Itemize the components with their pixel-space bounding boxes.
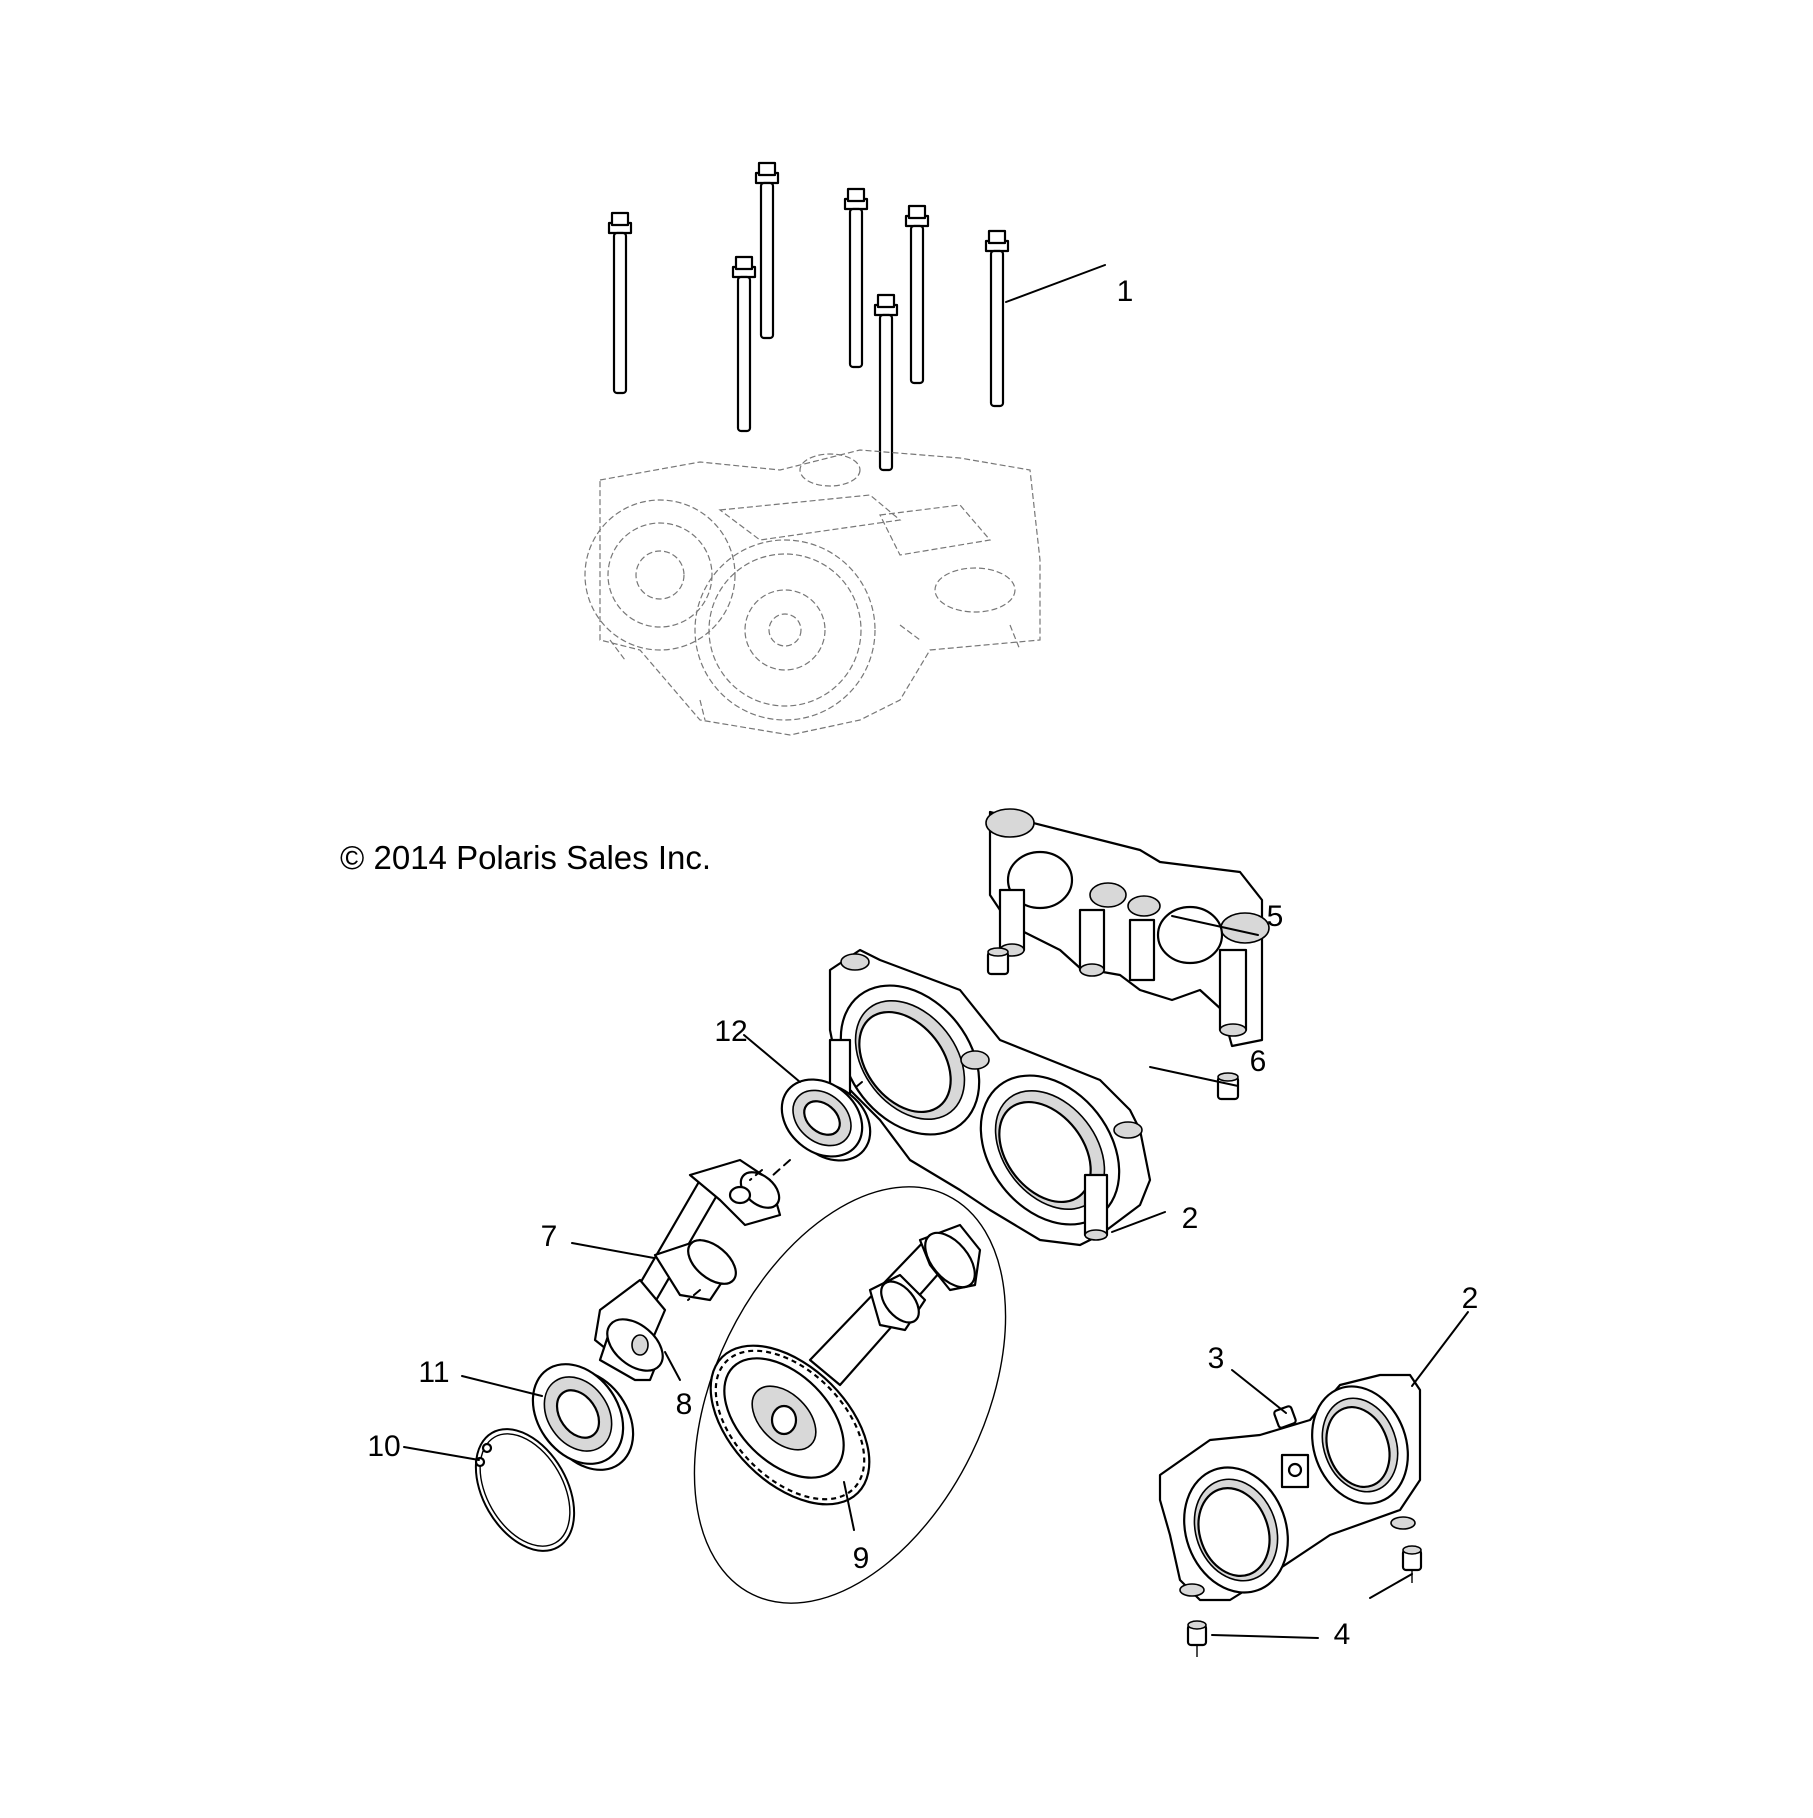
- leader-line: [1231, 1369, 1287, 1414]
- bolt-group: [607, 161, 1010, 472]
- leader-line: [1211, 1634, 1319, 1639]
- callout-7: 7: [541, 1220, 558, 1253]
- dowel-pin: [1401, 1545, 1423, 1583]
- leader-line: [1005, 264, 1106, 303]
- bolt: [873, 293, 899, 472]
- leader-line: [743, 1034, 801, 1083]
- upper-cam-carrier: [985, 808, 1270, 1048]
- bearing-large: [531, 1363, 635, 1471]
- bolt: [843, 187, 869, 369]
- ghosted-camshaft-assembly: [584, 449, 1041, 736]
- callout-2-second: 2: [1462, 1282, 1479, 1315]
- lower-cam-carrier: [1158, 1373, 1422, 1602]
- dowel-pin: [986, 947, 1010, 976]
- callout-9: 9: [853, 1542, 870, 1575]
- bolt: [754, 161, 780, 340]
- callout-labels: 1 2 2 3 4 5 6 7 8 9 10 11 12: [367, 275, 1478, 1651]
- callout-1: 1: [1117, 275, 1134, 308]
- leader-line: [1111, 1211, 1166, 1233]
- copyright-text: © 2014 Polaris Sales Inc.: [340, 839, 711, 876]
- callout-3: 3: [1208, 1342, 1225, 1375]
- camshaft-with-gear: [709, 1223, 982, 1506]
- bearing-small: [780, 1078, 872, 1162]
- leader-line: [1171, 915, 1259, 936]
- bolt: [731, 255, 757, 433]
- dowel-pin: [1216, 1072, 1240, 1101]
- leader-line: [461, 1375, 543, 1397]
- callout-4: 4: [1334, 1618, 1351, 1651]
- bolt: [984, 229, 1010, 408]
- callout-2: 2: [1182, 1202, 1199, 1235]
- leader-line: [403, 1446, 480, 1461]
- bolt: [904, 204, 930, 385]
- camshaft-assembly-kit: [693, 1186, 1007, 1604]
- camshaft: [593, 1158, 782, 1382]
- leader-line: [1411, 1311, 1469, 1387]
- callout-12: 12: [714, 1015, 747, 1048]
- leader-line: [1149, 1066, 1239, 1087]
- leader-line: [664, 1351, 681, 1381]
- dowel-pin: [1186, 1620, 1208, 1657]
- callout-11: 11: [418, 1356, 449, 1389]
- bolt: [607, 211, 633, 395]
- leader-line: [571, 1242, 655, 1259]
- callout-5: 5: [1267, 900, 1284, 933]
- callout-6: 6: [1250, 1045, 1267, 1078]
- leader-line: [1369, 1573, 1413, 1599]
- leader-line: [843, 1481, 855, 1531]
- leader-lines: [403, 264, 1469, 1639]
- callout-8: 8: [676, 1388, 693, 1421]
- cam-carrier: [828, 948, 1152, 1247]
- callout-10: 10: [367, 1430, 400, 1463]
